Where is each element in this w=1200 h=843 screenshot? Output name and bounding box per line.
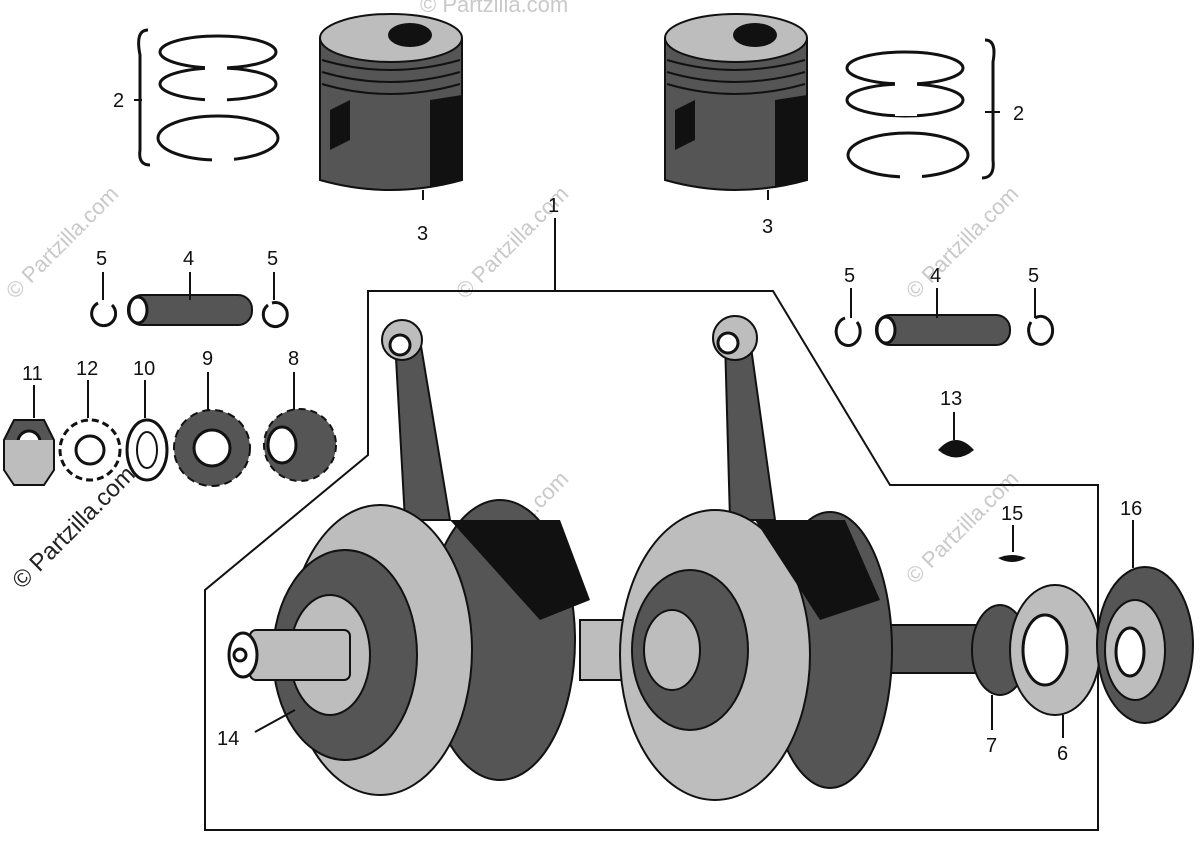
right-piston [664, 13, 808, 191]
small-key-part [998, 555, 1026, 562]
label-woodruff-key: 13 [940, 388, 962, 410]
nut-part [2, 419, 56, 486]
label-piston-right: 3 [762, 216, 773, 238]
leader-lines [33, 99, 1134, 738]
label-pin-left: 4 [183, 248, 194, 270]
woodruff-key-part [938, 440, 974, 458]
label-clip-right-b: 5 [1028, 265, 1039, 287]
crankshaft-part [227, 315, 1194, 801]
label-bearing-left: 14 [217, 728, 239, 750]
label-crankshaft: 1 [548, 195, 559, 217]
left-pin-assembly [90, 294, 289, 328]
washer-part [125, 418, 169, 482]
label-oil-seal: 16 [1120, 498, 1142, 520]
sprocket-9-part [173, 409, 251, 487]
left-ring-set [137, 28, 280, 167]
label-sprocket-8: 8 [288, 348, 299, 370]
label-pin-right: 4 [930, 265, 941, 287]
label-nut: 11 [22, 363, 43, 385]
right-ring-set [845, 38, 996, 182]
watermark-top-1: © Partzilla.com [420, 0, 568, 17]
label-lock-washer: 12 [76, 358, 98, 380]
label-clip-left-b: 5 [267, 248, 278, 270]
label-clip-left-a: 5 [96, 248, 107, 270]
label-washer: 10 [133, 358, 155, 380]
label-spacer-collar: 7 [986, 735, 997, 757]
right-pin-assembly [834, 314, 1055, 347]
watermark-left-1: © Partzilla.com [1, 181, 124, 304]
callout-labels: 1 2 2 3 3 4 5 5 4 5 5 11 12 10 9 8 13 15… [22, 90, 1142, 765]
watermark-right-1: © Partzilla.com [901, 181, 1024, 304]
lock-washer-part [58, 418, 122, 482]
sprocket-8-part [263, 408, 337, 482]
crankshaft-outline [204, 290, 1099, 831]
label-sprocket-9: 9 [202, 348, 213, 370]
label-clip-right-a: 5 [844, 265, 855, 287]
label-bearing-right: 6 [1057, 743, 1068, 765]
label-ring-set-left: 2 [113, 90, 124, 112]
left-piston [319, 13, 463, 191]
label-small-key: 15 [1001, 503, 1023, 525]
label-ring-set-right: 2 [1013, 103, 1024, 125]
label-piston-left: 3 [417, 223, 428, 245]
